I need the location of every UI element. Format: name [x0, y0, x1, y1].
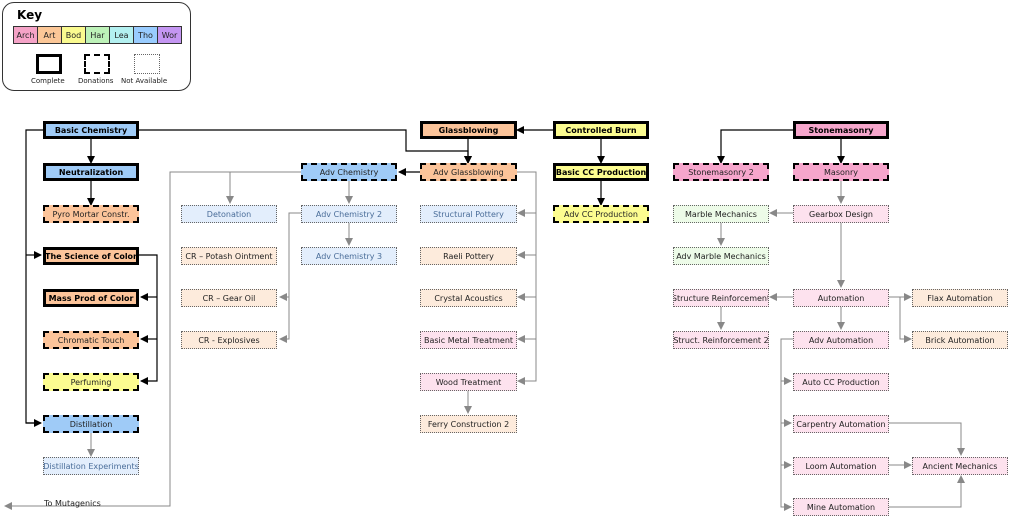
node-pyro-mortar-constr[interactable]: Pyro Mortar Constr. — [43, 205, 139, 223]
node-controlled-burn[interactable]: Controlled Burn — [553, 121, 649, 139]
node-science-of-color[interactable]: The Science of Color — [43, 247, 139, 265]
node-adv-chemistry[interactable]: Adv Chemistry — [301, 163, 397, 181]
node-mass-prod-of-color[interactable]: Mass Prod of Color — [43, 289, 139, 307]
legend-not-available-label: Not Available — [121, 77, 168, 85]
node-basic-chemistry[interactable]: Basic Chemistry — [43, 121, 139, 139]
node-neutralization[interactable]: Neutralization — [43, 163, 139, 181]
node-perfuming[interactable]: Perfuming — [43, 373, 139, 391]
legend-swatch-bod: Bod — [61, 26, 86, 44]
node-wood-treatment[interactable]: Wood Treatment — [420, 373, 517, 391]
node-loom-automation[interactable]: Loom Automation — [793, 457, 889, 475]
node-adv-chemistry-2[interactable]: Adv Chemistry 2 — [301, 205, 397, 223]
node-structure-reinforcement[interactable]: Structure Reinforcement — [673, 289, 769, 307]
node-stonemasonry-2[interactable]: Stonemasonry 2 — [673, 163, 769, 181]
node-distillation-experiments[interactable]: Distillation Experiments — [43, 457, 139, 475]
node-adv-marble-mechanics[interactable]: Adv Marble Mechanics — [673, 247, 769, 265]
node-adv-glassblowing[interactable]: Adv Glassblowing — [420, 163, 517, 181]
node-brick-automation[interactable]: Brick Automation — [912, 331, 1008, 349]
node-cr-explosives[interactable]: CR - Explosives — [181, 331, 277, 349]
legend-complete-label: Complete — [31, 77, 65, 85]
node-crystal-acoustics[interactable]: Crystal Acoustics — [420, 289, 517, 307]
node-auto-cc-production[interactable]: Auto CC Production — [793, 373, 889, 391]
node-distillation[interactable]: Distillation — [43, 415, 139, 433]
node-flax-automation[interactable]: Flax Automation — [912, 289, 1008, 307]
legend-not-available-shape — [134, 54, 160, 74]
node-chromatic-touch[interactable]: Chromatic Touch — [43, 331, 139, 349]
to-mutagenics-label[interactable]: To Mutagenics — [44, 499, 101, 508]
node-masonry[interactable]: Masonry — [793, 163, 889, 181]
node-structural-pottery[interactable]: Structural Pottery — [420, 205, 517, 223]
legend-complete-shape — [36, 54, 62, 74]
node-detonation[interactable]: Detonation — [181, 205, 277, 223]
node-struct-reinforcement-2[interactable]: Struct. Reinforcement 2 — [673, 331, 769, 349]
legend-swatch-art: Art — [37, 26, 62, 44]
node-marble-mechanics[interactable]: Marble Mechanics — [673, 205, 769, 223]
node-stonemasonry[interactable]: Stonemasonry — [793, 121, 889, 139]
legend-swatch-arch: Arch — [13, 26, 38, 44]
legend-swatch-lea: Lea — [109, 26, 134, 44]
legend-swatch-tho: Tho — [133, 26, 158, 44]
legend-box: Key Arch Art Bod Har Lea Tho Wor Complet… — [2, 2, 191, 91]
node-raeli-pottery[interactable]: Raeli Pottery — [420, 247, 517, 265]
node-gearbox-design[interactable]: Gearbox Design — [793, 205, 889, 223]
node-mine-automation[interactable]: Mine Automation — [793, 498, 889, 516]
node-cr-gear-oil[interactable]: CR – Gear Oil — [181, 289, 277, 307]
node-ancient-mechanics[interactable]: Ancient Mechanics — [912, 457, 1008, 475]
legend-swatch-har: Har — [85, 26, 110, 44]
legend-title: Key — [17, 8, 43, 22]
node-adv-cc-production[interactable]: Adv CC Production — [553, 205, 649, 223]
node-cr-potash-ointment[interactable]: CR – Potash Ointment — [181, 247, 277, 265]
node-basic-cc-production[interactable]: Basic CC Production — [553, 163, 649, 181]
legend-donations-shape — [84, 54, 110, 74]
node-adv-automation[interactable]: Adv Automation — [793, 331, 889, 349]
node-adv-chemistry-3[interactable]: Adv Chemistry 3 — [301, 247, 397, 265]
node-basic-metal-treatment[interactable]: Basic Metal Treatment — [420, 331, 517, 349]
legend-swatch-wor: Wor — [157, 26, 182, 44]
node-glassblowing[interactable]: Glassblowing — [420, 121, 517, 139]
node-ferry-construction-2[interactable]: Ferry Construction 2 — [420, 415, 517, 433]
node-carpentry-automation[interactable]: Carpentry Automation — [793, 415, 889, 433]
node-automation[interactable]: Automation — [793, 289, 889, 307]
legend-donations-label: Donations — [78, 77, 114, 85]
